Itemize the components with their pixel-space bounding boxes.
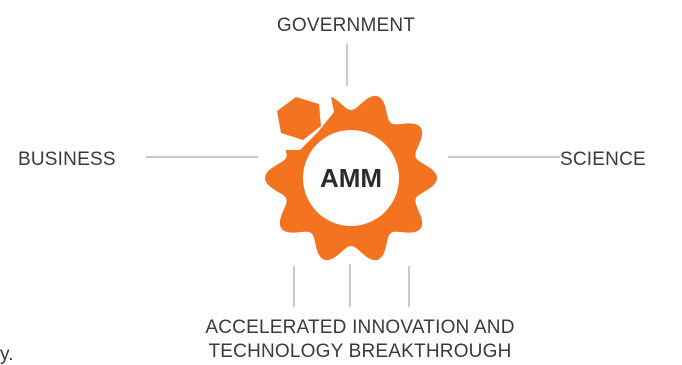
hexagon-icon xyxy=(277,97,321,140)
stray-text: y. xyxy=(0,344,14,365)
outcome-line-2: TECHNOLOGY BREAKTHROUGH xyxy=(208,341,512,362)
hub-label: AMM xyxy=(320,163,382,193)
node-outcome: ACCELERATED INNOVATION AND TECHNOLOGY BR… xyxy=(110,316,610,364)
node-government: GOVERNMENT xyxy=(276,15,416,36)
node-business: BUSINESS xyxy=(18,149,116,170)
node-science: SCIENCE xyxy=(560,149,646,170)
outcome-line-1: ACCELERATED INNOVATION AND xyxy=(205,317,515,338)
